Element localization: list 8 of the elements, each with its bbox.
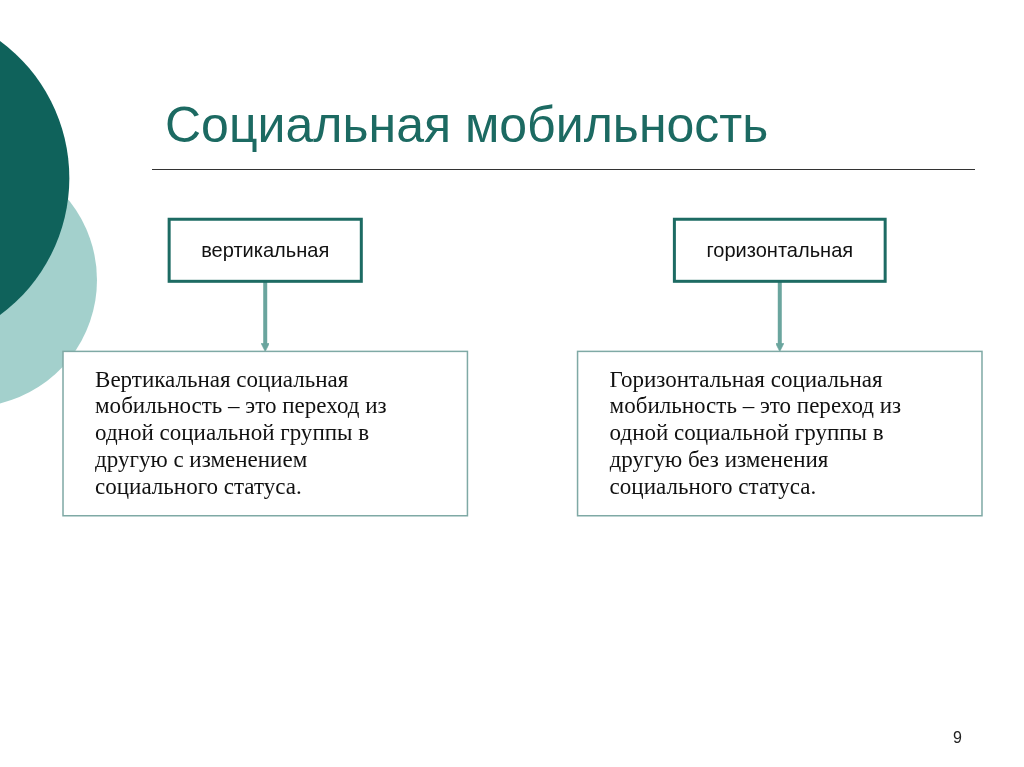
arrow bbox=[260, 281, 270, 352]
node-box: вертикальная bbox=[167, 217, 363, 283]
node-box: горизонтальная bbox=[672, 217, 887, 283]
page-number: 9 bbox=[953, 729, 962, 747]
slide-title: Социальная мобильность bbox=[165, 96, 769, 154]
node-box: Вертикальная социальная мобильность – это переход из одной социальной группы в другую с изменением социального статуса. bbox=[62, 350, 469, 517]
node-box: Горизонтальная социальная мобильность – это переход из одной социальной группы в другую без изменения социального статуса. bbox=[576, 350, 983, 517]
arrow bbox=[775, 281, 785, 352]
